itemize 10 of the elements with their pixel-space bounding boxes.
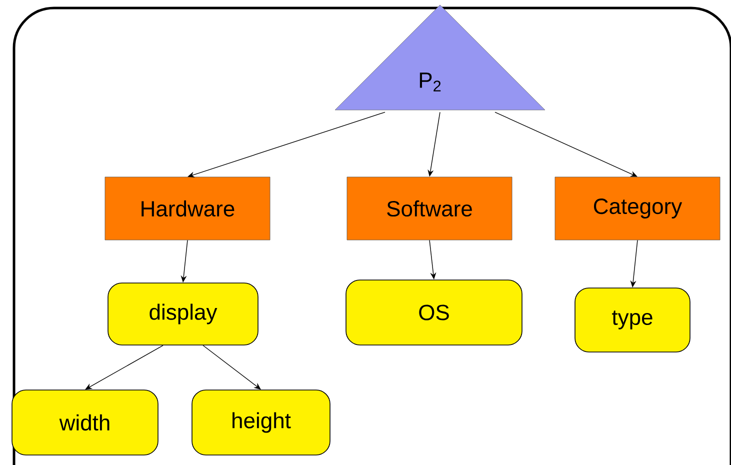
attribute-pill: width [12, 390, 158, 456]
category-box: Category [554, 176, 720, 240]
attribute-pill: display [108, 282, 258, 346]
category-box: Hardware [104, 176, 270, 240]
category-box: Software [346, 176, 512, 240]
attribute-pill: OS [346, 280, 522, 346]
attribute-pill: height [192, 390, 330, 456]
triangle: P$_{2}$ [334, 4, 546, 110]
arrow [494, 112, 638, 177]
attribute-pill: type [574, 288, 690, 352]
